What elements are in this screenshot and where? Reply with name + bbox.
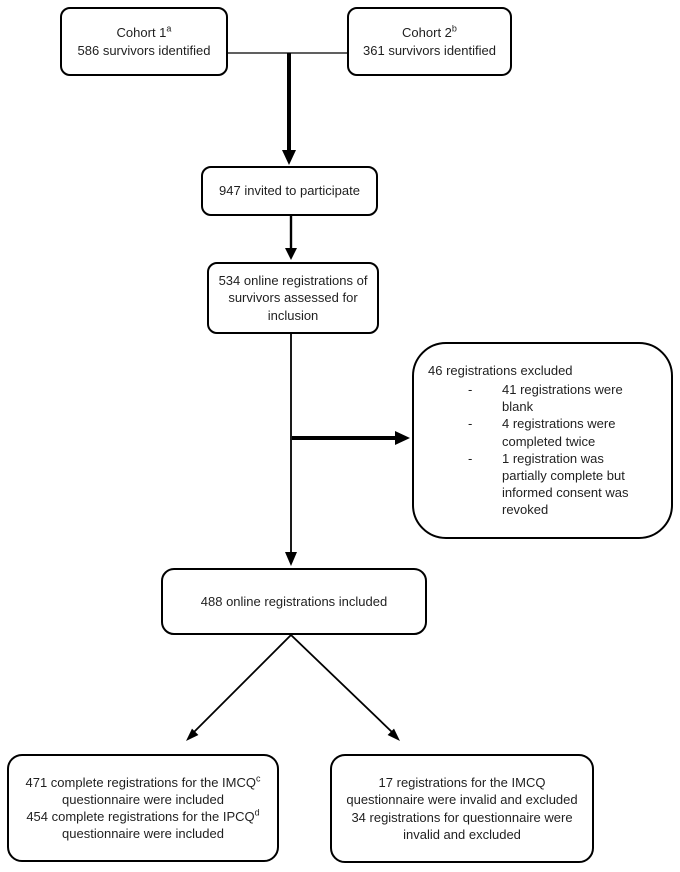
complete-line-3: 454 complete registrations for the IPCQd: [26, 808, 259, 825]
complete-line-1: 471 complete registrations for the IMCQc: [26, 774, 261, 791]
dash-bullet: -: [468, 382, 473, 398]
arrow-to-excluded-head: [395, 431, 410, 445]
excluded-item-text: 4 registrations were completed twice: [502, 416, 616, 449]
cohort-1-footnote-mark: a: [166, 24, 172, 35]
dash-bullet: -: [468, 416, 473, 432]
box-assessed: 534 online registrations of survivors as…: [207, 262, 379, 334]
invalid-line-3: 34 registrations for questionnaire were: [351, 809, 573, 825]
assessed-text: 534 online registrations of survivors as…: [218, 273, 368, 323]
excluded-item: - 4 registrations were completed twice: [428, 415, 657, 449]
cohort-1-count: 586 survivors identified: [77, 42, 211, 58]
box-invited: 947 invited to participate: [201, 166, 378, 216]
excluded-item: - 1 registration was partially complete …: [428, 450, 657, 519]
ipcq-footnote-mark: d: [254, 807, 260, 818]
imcq-footnote-mark: c: [256, 773, 261, 784]
excluded-title: 46 registrations excluded: [428, 363, 573, 378]
box-complete-registrations: 471 complete registrations for the IMCQc…: [7, 754, 279, 862]
complete-line-1-text: 471 complete registrations for the IMCQ: [25, 774, 257, 790]
cohort-2-count: 361 survivors identified: [363, 42, 496, 58]
invited-text: 947 invited to participate: [219, 183, 360, 199]
complete-line-4: questionnaire were included: [62, 826, 224, 842]
complete-line-3-text: 454 complete registrations for the IPCQ: [26, 809, 255, 824]
cohort-2-title-text: Cohort 2: [402, 25, 452, 41]
invalid-line-4: invalid and excluded: [403, 826, 521, 842]
included-text: 488 online registrations included: [200, 593, 388, 609]
excluded-item-text: 1 registration was partially complete bu…: [502, 450, 629, 518]
box-included: 488 online registrations included: [161, 568, 427, 635]
cohort-1-title: Cohort 1a: [117, 24, 172, 41]
arrow-to-invited-head: [282, 150, 296, 165]
cohort-2-title: Cohort 2b: [402, 24, 457, 41]
invalid-line-1: 17 registrations for the IMCQ: [378, 775, 546, 791]
arrow-to-invalid: [290, 634, 394, 734]
cohort-1-title-text: Cohort 1: [116, 25, 167, 41]
box-cohort-1: Cohort 1a 586 survivors identified: [60, 7, 228, 76]
box-cohort-2: Cohort 2b 361 survivors identified: [347, 7, 512, 76]
complete-line-2: questionnaire were included: [62, 791, 224, 807]
arrow-invited-to-assessed-head: [285, 248, 297, 260]
excluded-item-text: 41 registrations were blank: [502, 382, 623, 415]
box-excluded: 46 registrations excluded - 41 registrat…: [412, 342, 673, 539]
cohort-2-footnote-mark: b: [451, 24, 457, 35]
excluded-item: - 41 registrations were blank: [428, 381, 657, 415]
arrow-assessed-to-included-head: [285, 552, 297, 566]
dash-bullet: -: [468, 450, 473, 466]
invalid-line-2: questionnaire were invalid and excluded: [346, 792, 578, 808]
arrow-to-complete-head: [186, 728, 199, 741]
arrow-to-invalid-head: [387, 728, 400, 741]
arrow-to-complete: [192, 634, 292, 734]
box-invalid-registrations: 17 registrations for the IMCQ questionna…: [330, 754, 594, 863]
